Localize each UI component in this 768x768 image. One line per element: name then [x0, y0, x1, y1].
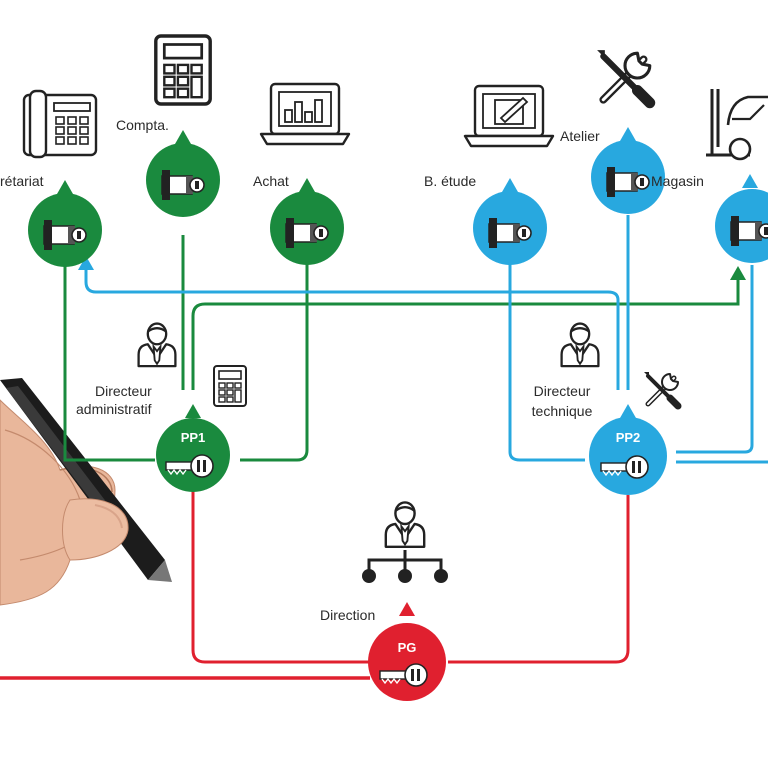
pg-label: PG: [397, 640, 417, 655]
green-connections: [63, 235, 740, 462]
directeur-tech-label-line2: technique: [531, 403, 593, 419]
directeur-technique-person-icon: [560, 322, 600, 368]
atelier-label: Atelier: [560, 128, 600, 144]
telephone-icon: [22, 89, 98, 159]
pp1-label: PP1: [180, 430, 206, 445]
directeur-admin-label-line1: Directeur: [95, 383, 152, 399]
laptop-chart-icon: [259, 82, 351, 146]
arrow-to-secretariat-blue: [78, 256, 94, 270]
tools-small-icon: [644, 372, 678, 406]
tools-icon: [597, 50, 650, 103]
direction-org-icon: [362, 501, 448, 583]
blue-connections: [84, 215, 768, 464]
calculator-icon: [154, 34, 212, 106]
forklift-icon: [706, 89, 768, 161]
b-etude-label: B. étude: [424, 173, 477, 189]
magasin-cylinder-node: [715, 174, 768, 263]
laptop-design-icon: [463, 84, 555, 148]
compta-label: Compta.: [116, 117, 169, 133]
directeur-admin-label-line2: administratif: [76, 401, 152, 417]
directeur-tech-label-line1: Directeur: [533, 383, 591, 399]
hand-with-marker-image: [0, 378, 172, 606]
red-connections: [0, 488, 630, 680]
pp1-key-node: [156, 404, 230, 492]
compta-cylinder-node: [146, 130, 220, 217]
arrow-to-magasin-green: [730, 266, 746, 280]
achat-cylinder-node: [270, 178, 344, 265]
secretariat-cylinder-node: [28, 180, 102, 267]
calculator-small-icon: [213, 365, 247, 407]
magasin-label: Magasin: [651, 173, 704, 189]
achat-label: Achat: [253, 173, 289, 189]
direction-label: Direction: [320, 607, 376, 623]
b-etude-cylinder-node: [473, 178, 547, 265]
secretariat-label: rétariat: [0, 173, 44, 189]
pg-key-node: [368, 602, 446, 701]
atelier-cylinder-node: [591, 127, 665, 214]
directeur-administratif-person-icon: [137, 322, 177, 368]
pp2-label: PP2: [615, 430, 641, 445]
pp2-key-node: [589, 404, 667, 495]
